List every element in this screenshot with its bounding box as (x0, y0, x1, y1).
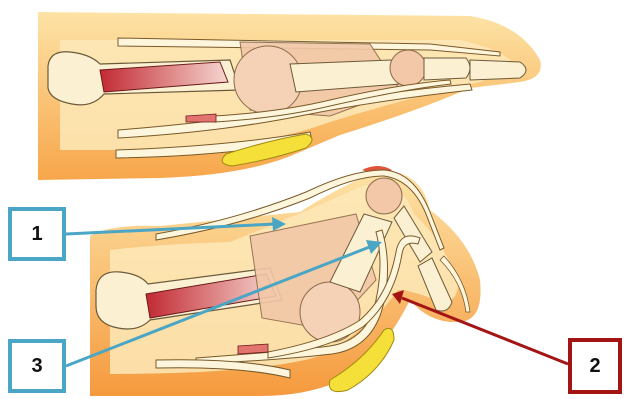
extended-mcp-head (234, 46, 302, 114)
extended-distal-phalanx (470, 60, 526, 80)
extended-pip-joint (390, 50, 426, 86)
callout-3-label: 3 (31, 355, 42, 378)
callout-3: 3 (8, 339, 66, 393)
flexed-pip-joint (366, 178, 402, 214)
flexed-small-muscle (238, 344, 268, 354)
extended-middle-phalanx (424, 58, 470, 80)
callout-1: 1 (8, 207, 66, 261)
callout-2: 2 (568, 338, 622, 394)
callout-1-label: 1 (31, 223, 42, 246)
callout-2-label: 2 (589, 355, 600, 378)
extended-finger (38, 12, 541, 180)
